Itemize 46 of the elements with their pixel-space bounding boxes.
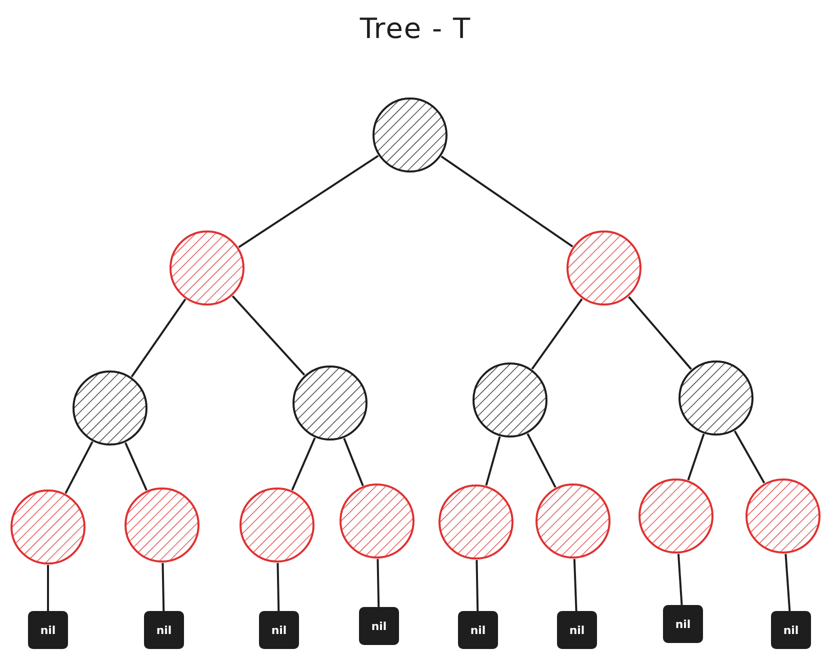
tree-node-circle bbox=[638, 478, 714, 554]
tree-edge bbox=[476, 560, 479, 612]
tree-edge bbox=[276, 562, 280, 612]
tree-edge bbox=[440, 156, 574, 248]
tree-edge bbox=[573, 558, 578, 612]
tree-node-circle bbox=[566, 230, 642, 306]
tree-edge bbox=[238, 154, 379, 248]
tree-edge bbox=[526, 433, 556, 488]
tree-edge bbox=[232, 295, 306, 376]
tree-node-circle bbox=[124, 487, 200, 563]
tree-edge bbox=[162, 562, 165, 612]
tree-edge bbox=[734, 430, 766, 484]
nil-leaf: nil bbox=[557, 611, 597, 649]
tree-node-circle bbox=[169, 230, 245, 306]
tree-node-circle bbox=[239, 487, 315, 563]
nil-leaf: nil bbox=[458, 611, 498, 649]
tree-edge bbox=[485, 436, 501, 486]
tree-node-circle bbox=[678, 360, 754, 436]
nil-leaf: nil bbox=[359, 607, 399, 645]
tree-node-circle bbox=[339, 483, 415, 559]
tree-node-circle bbox=[472, 362, 548, 438]
tree-node-circle bbox=[372, 97, 448, 173]
tree-node-circle bbox=[745, 478, 821, 554]
nil-leaf: nil bbox=[663, 605, 703, 643]
tree-node-circle bbox=[72, 370, 148, 446]
tree-edge bbox=[130, 298, 186, 378]
tree-node-circle bbox=[10, 489, 86, 565]
tree-edge bbox=[124, 442, 148, 491]
tree-edge bbox=[784, 554, 791, 612]
tree-edge bbox=[376, 558, 380, 608]
tree-edge bbox=[531, 298, 583, 370]
tree-node-circle bbox=[292, 365, 368, 441]
nil-leaf: nil bbox=[259, 611, 299, 649]
tree-node-circle bbox=[438, 484, 514, 560]
tree-edge bbox=[291, 437, 316, 491]
tree-edge bbox=[47, 565, 49, 611]
tree-edge bbox=[343, 438, 364, 486]
diagram-title: Tree - T bbox=[358, 12, 472, 45]
tree-node-circle bbox=[535, 483, 611, 559]
tree-edge bbox=[677, 554, 683, 606]
nil-leaf: nil bbox=[144, 611, 184, 649]
tree-edge bbox=[628, 296, 692, 370]
tree-edge bbox=[687, 434, 705, 480]
nil-leaf: nil bbox=[28, 611, 68, 649]
tree-edge bbox=[64, 441, 94, 494]
nil-leaf: nil bbox=[771, 611, 811, 649]
